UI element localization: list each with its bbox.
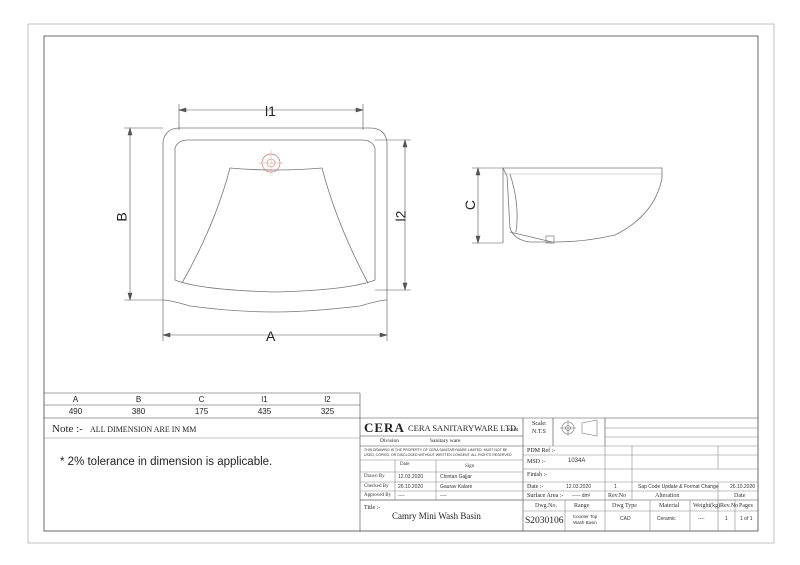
title-label: Title :- xyxy=(364,505,381,511)
dwg-no-value: S2030106 xyxy=(525,516,564,526)
alteration-date-label: Date xyxy=(734,493,746,499)
tolerance-note: * 2% tolerance in dimension is applicabl… xyxy=(60,456,273,468)
dim-header-l2: l2 xyxy=(324,395,331,404)
dim-header-b: B xyxy=(135,395,142,404)
drawn-by-label: Drawn By xyxy=(364,474,385,479)
title-value: Camry Mini Wash Basin xyxy=(392,511,481,521)
rev-no2-value: 1 xyxy=(725,516,728,522)
dim-value-b: 380 xyxy=(131,407,146,416)
pages-value: 1 of 1 xyxy=(740,516,753,522)
note-label: Note :- xyxy=(52,423,83,435)
material-label: Material xyxy=(659,503,680,509)
checked-by-name: Gaurav Kalare xyxy=(440,484,473,490)
dim-label-l1: l1 xyxy=(265,103,276,119)
range-value: Counter Top Wash Basin xyxy=(572,514,598,525)
drawn-by-date: 12.03.2020 xyxy=(398,474,424,480)
checked-by-date: 26.10.2020 xyxy=(398,484,424,490)
dwg-type-value: CAD xyxy=(620,516,631,522)
approved-by-label: Approved By xyxy=(364,493,392,498)
dim-label-l2: l2 xyxy=(392,210,409,222)
drawn-by-name: Chintan Gajjar xyxy=(440,474,472,480)
disclaimer-text: THIS DRAWING IS THE PROPERTY OF CERA SAN… xyxy=(364,448,512,457)
company-suffix: KADI xyxy=(508,427,518,432)
side-view xyxy=(502,167,663,244)
scale-value: N.T.S xyxy=(532,429,546,435)
date-value: 12.03.2020 xyxy=(566,484,592,490)
checked-by-label: Checked By xyxy=(364,484,389,489)
dim-label-b: B xyxy=(113,212,130,222)
rev-no-label: Rev.No xyxy=(608,493,627,499)
msd-label: MSD :- xyxy=(527,459,546,465)
alteration-label: Alteration xyxy=(655,493,680,499)
finish-label: Finish :- xyxy=(527,472,548,478)
dimension-lines xyxy=(124,104,411,341)
dwg-type-label: Dwg Type xyxy=(612,503,637,509)
range-label: Range xyxy=(574,503,590,509)
cera-logo: CERA xyxy=(364,420,405,435)
alteration-date: 26.10.2020 xyxy=(730,484,756,490)
weight-value: ---- xyxy=(698,516,705,522)
company-name: CERA SANITARYWARE LTD. xyxy=(408,423,519,433)
alteration-value: Sap Code Update & Format Change xyxy=(638,484,719,490)
dim-header-c: C xyxy=(198,395,205,404)
dim-value-l1: 435 xyxy=(257,407,272,416)
dim-label-c: C xyxy=(462,199,479,211)
surface-area-label: Surface Area :- xyxy=(527,493,564,499)
title-block-grid xyxy=(44,418,758,531)
division-value: Sanitary ware xyxy=(430,438,461,444)
top-view xyxy=(162,127,388,313)
dim-value-a: 490 xyxy=(68,407,83,416)
msd-value: 1034A xyxy=(568,458,586,464)
dwg-no-label: Dwg.No. xyxy=(535,503,557,509)
approved-by-name: ---- xyxy=(440,493,447,499)
sign-header: Sign xyxy=(465,464,475,469)
weight-label: Weight(kg) xyxy=(693,503,721,509)
dimension-table-grid xyxy=(44,392,758,419)
pdm-ref-label: PDM Ref :- xyxy=(527,448,556,454)
division-label: Division xyxy=(380,438,399,444)
scale-label: Scale: xyxy=(532,421,547,427)
dim-value-c: 175 xyxy=(194,407,209,416)
projection-symbol-icon xyxy=(560,419,598,437)
rev-value: 1 xyxy=(614,484,617,490)
dim-header-l1: l1 xyxy=(261,395,268,404)
pages-label: Pages xyxy=(739,503,753,509)
rev-no2-label: Rev.No xyxy=(720,503,739,509)
dim-header-a: A xyxy=(72,395,79,404)
material-value: Ceramic xyxy=(657,516,676,522)
date-label: Date :- xyxy=(527,484,544,490)
surface-area-value: ----- dm² xyxy=(572,493,591,499)
note-text: ALL DIMENSION ARE IN MM xyxy=(90,425,197,434)
approved-by-date: ---- xyxy=(398,493,405,499)
dim-value-l2: 325 xyxy=(320,407,335,416)
date-header: Date xyxy=(400,462,410,467)
dim-label-a: A xyxy=(266,328,276,344)
